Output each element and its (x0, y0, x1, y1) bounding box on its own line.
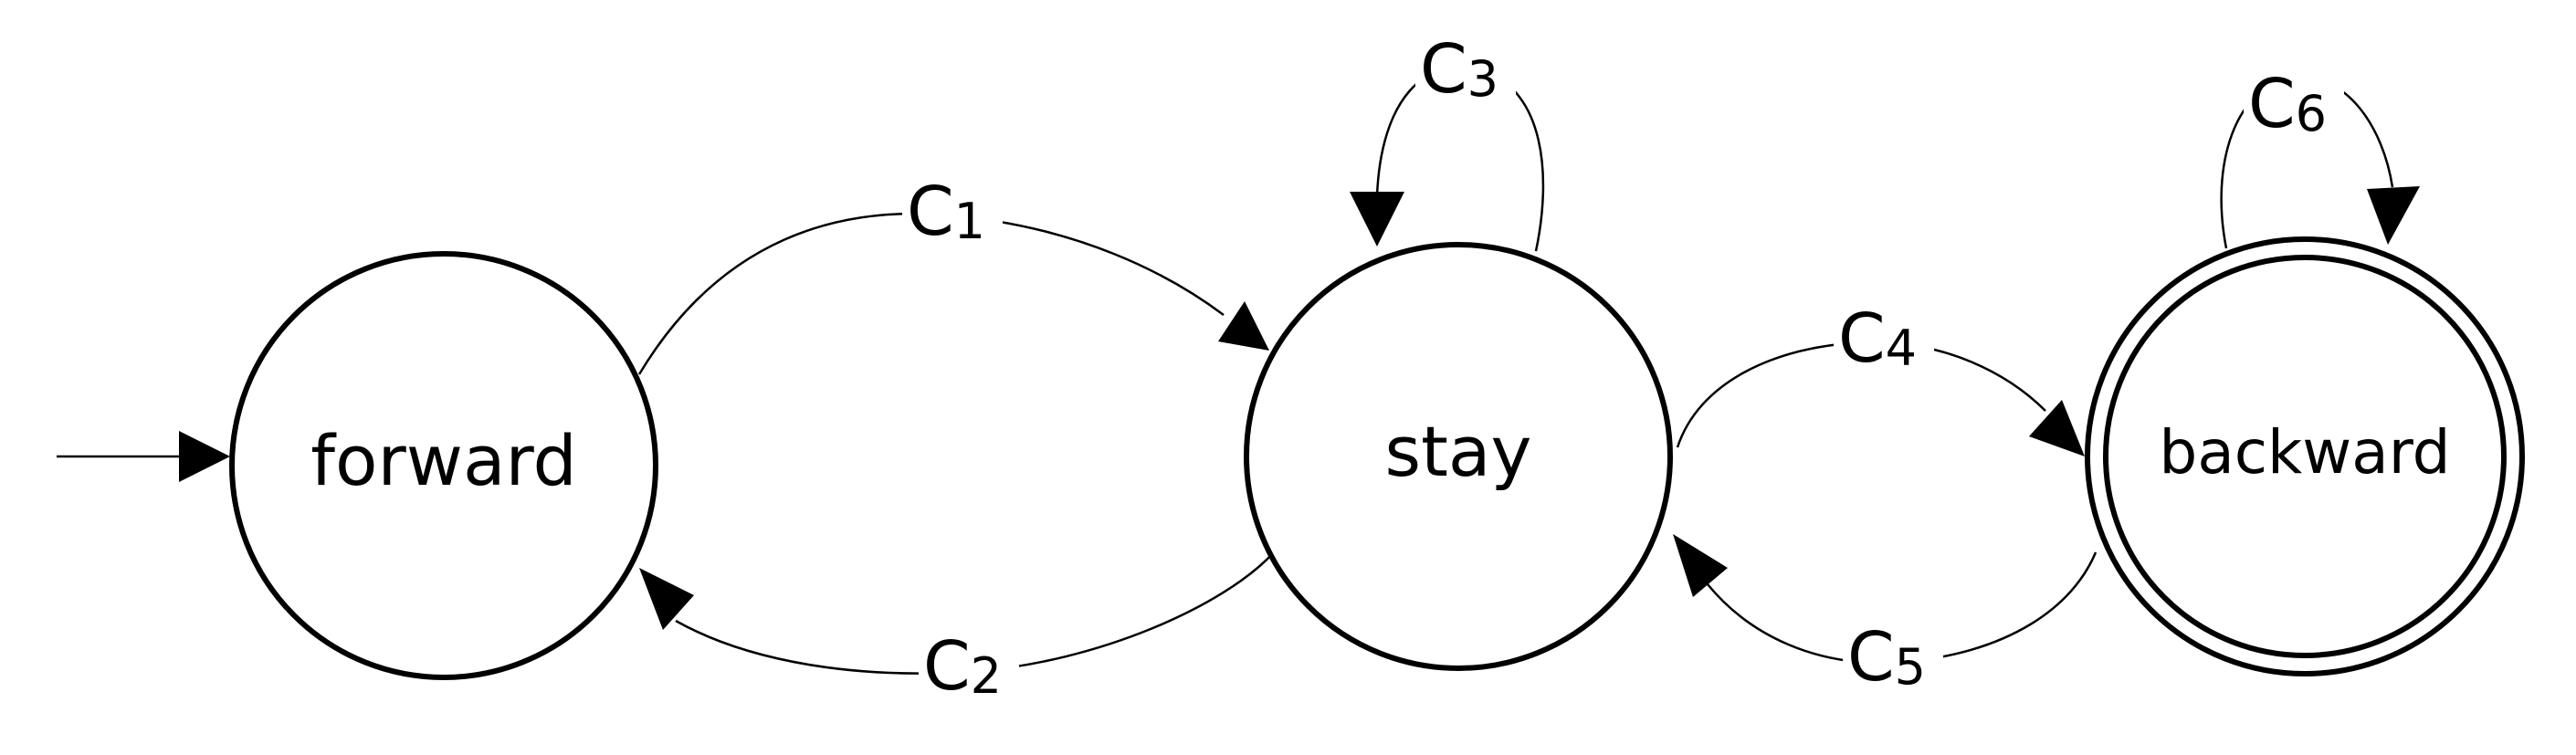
transition-c4-label-bg (1834, 310, 1934, 376)
state-backward-inner-circle (2103, 255, 2507, 658)
transition-c1-arrowhead (1218, 301, 1269, 351)
state-stay: stay (1244, 242, 1673, 671)
transition-c4-label: C4 (1838, 299, 1917, 378)
transition-c6-arrowhead (2367, 186, 2420, 245)
transition-c5-label-bg (1843, 630, 1943, 696)
transition-c1-label-bg (902, 183, 1003, 248)
transition-c3: C3 (1350, 30, 1545, 252)
transition-c5: C5 (1673, 534, 2098, 697)
transition-c2: C2 (639, 551, 1275, 706)
transition-c1: C1 (637, 173, 1269, 375)
transition-c6-label-bg (2244, 75, 2344, 141)
transition-c3-label: C3 (1420, 30, 1498, 109)
initial-arrow (57, 431, 230, 482)
transition-c6: C6 (2220, 65, 2420, 249)
state-backward: backward (2085, 236, 2525, 676)
transition-c6-label: C6 (2248, 65, 2327, 143)
transition-c2-label-bg (919, 639, 1019, 705)
state-forward-circle (229, 251, 658, 680)
state-backward-label: backward (2159, 417, 2450, 488)
transition-c4-arrowhead (2029, 400, 2085, 456)
transition-c2-label: C2 (923, 627, 1002, 706)
initial-arrowhead (179, 431, 230, 482)
state-stay-label: stay (1385, 411, 1532, 492)
state-stay-circle (1244, 242, 1673, 671)
state-forward-label: forward (310, 420, 576, 501)
transition-c3-arrowhead (1350, 192, 1404, 246)
transition-c3-label-bg (1415, 38, 1516, 104)
transition-c1-label: C1 (907, 173, 985, 251)
transition-c2-arrowhead (639, 568, 694, 630)
transition-c5-arrowhead (1673, 534, 1728, 597)
state-forward: forward (229, 251, 658, 680)
transition-c4: C4 (1676, 299, 2085, 456)
transition-c5-label: C5 (1847, 618, 1926, 697)
